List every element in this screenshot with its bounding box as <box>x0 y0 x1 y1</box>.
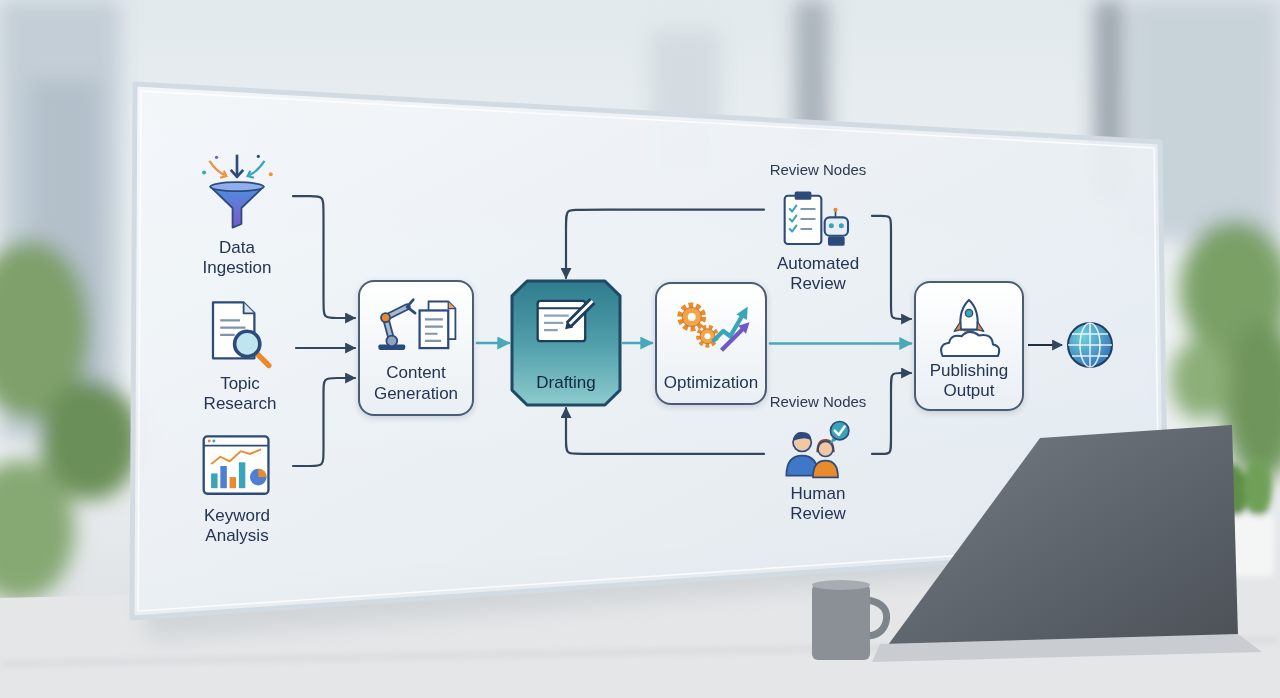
step-icon <box>534 295 598 349</box>
review-node: Automated Review <box>768 188 868 295</box>
node-label: Automated Review <box>768 254 868 295</box>
step-icon <box>778 188 858 250</box>
connector-arrow <box>293 196 355 318</box>
globe-output <box>1028 323 1112 367</box>
input-step: Keyword Analysis <box>185 430 289 547</box>
node-label: Optimization <box>661 373 761 393</box>
review-node: Human Review <box>768 418 868 525</box>
group-label: Review Nodes <box>770 393 867 411</box>
laptop <box>872 425 1262 662</box>
step-icon <box>934 295 1004 361</box>
step-icon <box>669 296 753 352</box>
step-icon <box>778 418 858 480</box>
node-label: Content Generation <box>364 363 468 404</box>
input-step: Data Ingestion <box>185 150 289 279</box>
node-label: Human Review <box>768 484 868 525</box>
process-box: Publishing Output <box>914 281 1024 411</box>
connector-arrow <box>872 373 911 454</box>
step-icon <box>373 294 459 352</box>
connector-arrow <box>623 342 652 345</box>
process-box: Content Generation <box>358 280 474 416</box>
coffee-mug <box>812 580 887 660</box>
connector-arrow <box>477 342 509 345</box>
connector-arrow <box>872 216 911 319</box>
connector-arrow <box>296 347 355 349</box>
step-icon <box>200 430 274 502</box>
node-label: Topic Research <box>188 374 292 415</box>
group-label: Review Nodes <box>770 161 867 179</box>
connector-arrow <box>566 210 764 278</box>
connector-arrow <box>566 408 764 454</box>
drafting-octagon: Drafting <box>512 281 620 405</box>
node-label: Publishing Output <box>920 361 1018 402</box>
node-label: Keyword Analysis <box>185 506 289 547</box>
connector-arrow <box>293 378 355 466</box>
process-box: Optimization <box>655 282 767 405</box>
input-step: Topic Research <box>188 298 292 415</box>
step-icon <box>197 150 277 234</box>
connector-arrow <box>770 342 911 345</box>
node-label: Drafting <box>516 373 616 393</box>
node-label: Data Ingestion <box>185 238 289 279</box>
step-icon <box>204 298 276 370</box>
